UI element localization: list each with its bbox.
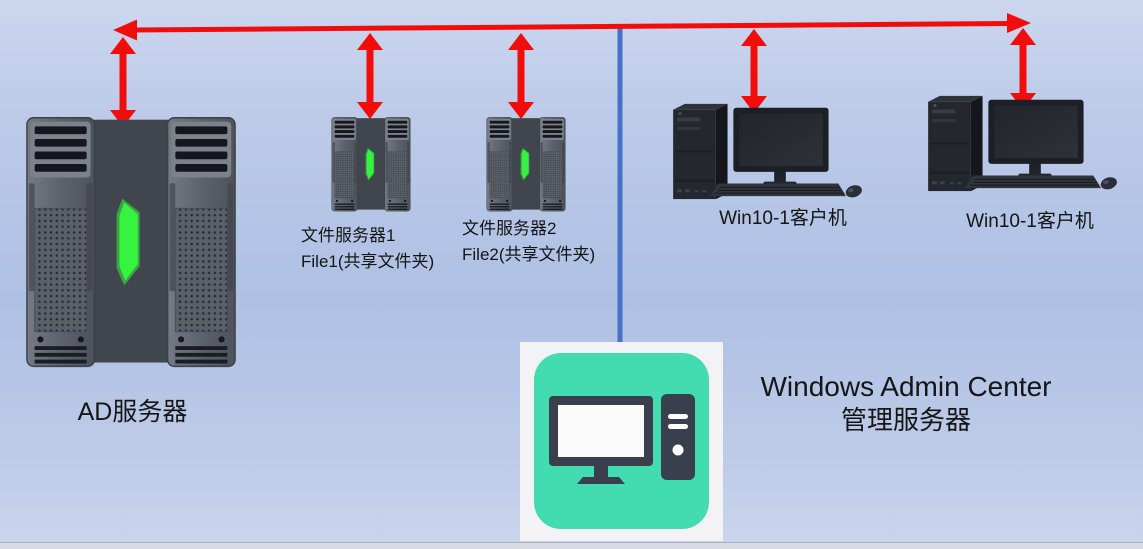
ad-server-label: AD服务器 <box>77 398 188 426</box>
file-server-2-name: 文件服务器2 <box>462 219 557 238</box>
arrow-file-server-2 <box>508 33 534 119</box>
admin-center-label: Windows Admin Center 管理服务器 <box>741 369 1071 437</box>
file-server-1-name: 文件服务器1 <box>301 226 396 245</box>
file-server-2-share: File2(共享文件夹) <box>462 244 596 264</box>
client-1-desktop-pc-icon <box>663 100 863 202</box>
client-1-label: Win10-1客户机 <box>719 208 847 229</box>
file-server-1-icon <box>331 116 411 214</box>
file-server-1-share: File1(共享文件夹) <box>301 251 435 271</box>
client-2-desktop-pc-icon <box>918 92 1118 194</box>
arrow-file-server-1 <box>357 33 383 119</box>
admin-center-icon-card <box>520 342 723 541</box>
admin-center-title: Windows Admin Center <box>760 371 1052 402</box>
ad-server-icon <box>25 113 237 375</box>
file-server-2-label: 文件服务器2 File2(共享文件夹) <box>462 216 595 267</box>
slide-bottom-edge <box>0 542 1143 549</box>
file-server-2-icon <box>486 116 566 214</box>
computer-glyph-icon <box>547 386 697 496</box>
file-server-1-label: 文件服务器1 File1(共享文件夹) <box>301 223 434 274</box>
admin-center-app-tile-icon <box>534 353 709 529</box>
admin-center-subtitle: 管理服务器 <box>840 405 971 435</box>
network-bus-line <box>110 13 1036 127</box>
client-2-label: Win10-1客户机 <box>966 211 1094 232</box>
